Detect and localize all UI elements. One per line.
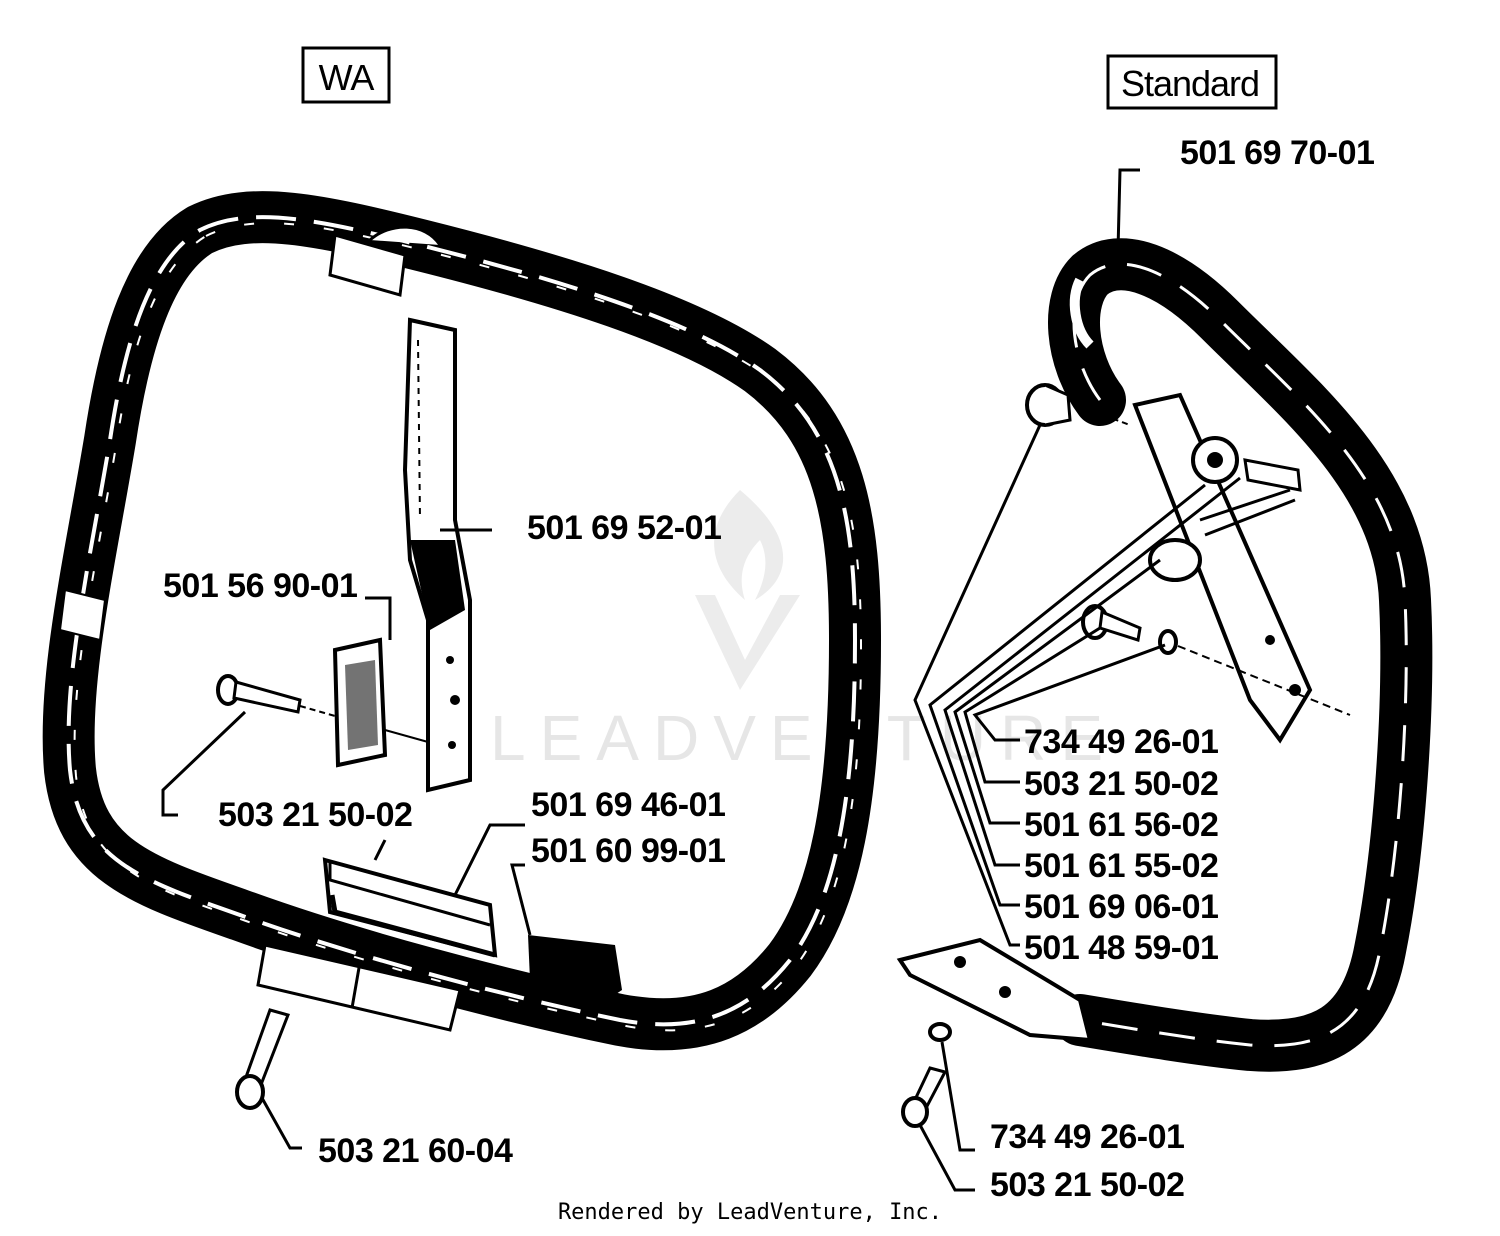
watermark: LEADVENTURE (490, 490, 1117, 774)
footer-credit: Rendered by LeadVenture, Inc. (557, 1200, 943, 1225)
wa-part-501-69-46-01: 501 69 46-01 (531, 786, 725, 824)
wa-part-501-60-99-01: 501 60 99-01 (531, 832, 725, 870)
standard-part-503-21-50-02-bottom: 503 21 50-02 (990, 1166, 1184, 1204)
wa-part-501-56-90-01: 501 56 90-01 (163, 567, 357, 605)
standard-header-label: Standard (1121, 63, 1259, 104)
watermark-text: LEADVENTURE (490, 702, 1117, 774)
wa-part-503-21-60-04: 503 21 60-04 (318, 1132, 513, 1170)
watermark-flame-icon (714, 490, 784, 600)
wa-bolt-icon (235, 1008, 290, 1110)
wa-handle-drawing (42, 191, 881, 1110)
watermark-v-logo-icon (695, 595, 800, 690)
wa-header-box: WA (301, 46, 391, 104)
wa-header-label: WA (319, 57, 375, 98)
standard-bracket (1132, 392, 1313, 744)
wa-part-501-69-52-01: 501 69 52-01 (527, 509, 721, 547)
standard-bolt-icon (1081, 604, 1351, 716)
wa-rubber-block (528, 929, 622, 998)
standard-part-501-69-70-01: 501 69 70-01 (1180, 134, 1374, 172)
standard-bottom-plate (896, 937, 1093, 1043)
standard-bottom-bolt-icon (901, 1022, 952, 1128)
standard-part-501-61-56-02: 501 61 56-02 (1024, 806, 1218, 844)
standard-leaders (913, 168, 1241, 1192)
standard-part-734-49-26-01-bottom: 734 49 26-01 (990, 1118, 1184, 1156)
standard-spacer-icon (1025, 383, 1131, 427)
wa-part-503-21-50-02: 503 21 50-02 (218, 796, 412, 834)
standard-part-503-21-50-02: 503 21 50-02 (1024, 765, 1218, 803)
standard-part-501-48-59-01: 501 48 59-01 (1024, 929, 1218, 967)
standard-part-734-49-26-01: 734 49 26-01 (1024, 723, 1218, 761)
wa-leaders (161, 528, 532, 1150)
wa-rubber-bar (322, 857, 498, 958)
wa-screw-icon (216, 674, 429, 743)
standard-header-box: Standard (1106, 54, 1278, 110)
standard-part-501-61-55-02: 501 61 55-02 (1024, 847, 1218, 885)
standard-handle-drawing (896, 238, 1433, 1128)
standard-part-501-69-06-01: 501 69 06-01 (1024, 888, 1218, 926)
